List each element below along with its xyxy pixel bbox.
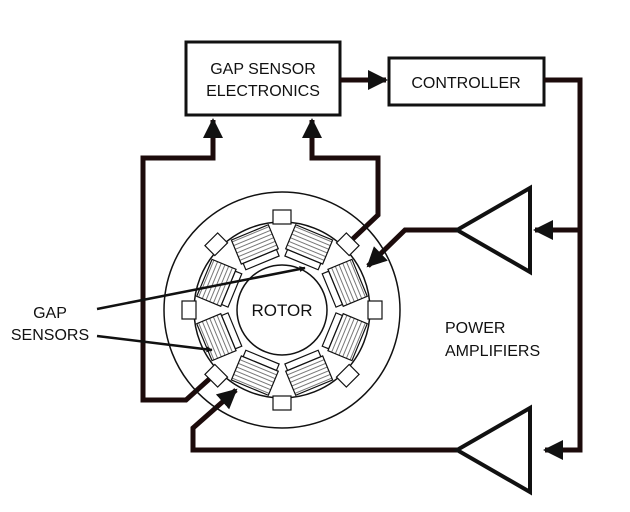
stator-tooth: [335, 232, 360, 257]
controller-label: CONTROLLER: [411, 75, 520, 92]
gap-sensor-label-2: ELECTRONICS: [206, 83, 320, 100]
gap-sensors-label-1: GAP: [33, 305, 67, 322]
controller-block: CONTROLLER: [387, 56, 546, 107]
rotor: [236, 264, 328, 356]
gap-sensor-label-1: GAP SENSOR: [210, 61, 316, 78]
stator-coil: [195, 312, 243, 362]
stator-tooth: [204, 232, 229, 257]
wire-upper-amp-output: [366, 227, 457, 268]
rotor-label: ROTOR: [251, 301, 312, 320]
gap-sensor-pointers: [96, 266, 306, 353]
gap-sensor-electronics-block: GAP SENSOR ELECTRONICS: [184, 40, 342, 117]
stator-outer-ring: [163, 191, 401, 429]
stator-coil: [195, 258, 243, 308]
stator-coil: [284, 223, 334, 271]
wire-lower-amp-output: [190, 388, 457, 453]
stator-tooth: [335, 363, 360, 388]
stator-coil: [230, 349, 280, 397]
lower-power-amplifier: [452, 404, 532, 496]
wire-right-sensor-feedback: [302, 118, 381, 272]
stator-tooth: [367, 300, 383, 320]
stator: ROTOR: [163, 191, 401, 429]
gap-sensors-label-2: SENSORS: [11, 327, 89, 344]
stator-coil: [284, 349, 334, 397]
power-amplifiers-label-2: AMPLIFIERS: [445, 343, 540, 360]
stator-tooth: [272, 395, 292, 411]
wires: [140, 70, 583, 460]
stator-tooth: [272, 209, 292, 225]
upper-power-amplifier: [452, 184, 532, 276]
stator-coil: [230, 223, 280, 271]
power-amplifiers-label-1: POWER: [445, 320, 505, 337]
wire-controller-to-lower-amp: [543, 77, 583, 460]
stator-coil: [321, 312, 369, 362]
stator-tooth: [204, 363, 229, 388]
stator-coil: [321, 258, 369, 308]
stator-tooth: [181, 300, 197, 320]
